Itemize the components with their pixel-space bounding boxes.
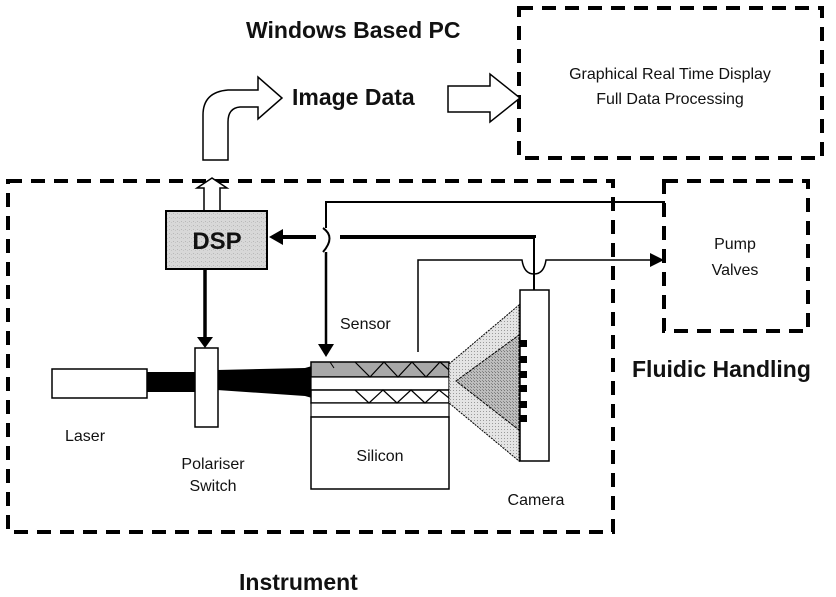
bent-arrow-icon <box>202 75 284 161</box>
dsp-box: DSP <box>165 210 268 270</box>
laser-label: Laser <box>65 428 106 445</box>
polariser-switch <box>194 347 219 428</box>
image-data-label: Image Data <box>292 84 415 110</box>
sensor-label: Sensor <box>340 316 391 333</box>
dsp-output-arrow-icon <box>194 177 230 210</box>
polarised-beam <box>217 366 312 398</box>
dsp-label: DSP <box>192 228 241 255</box>
windows-pc-title: Windows Based PC <box>246 17 461 43</box>
sensor-chip <box>310 361 450 490</box>
pc-box-line2: Full Data Processing <box>596 91 744 108</box>
fluidic-handling-label: Fluidic Handling <box>632 356 811 382</box>
silicon-label: Silicon <box>356 448 403 465</box>
fluidic-box-line1: Pump <box>714 236 756 253</box>
right-arrow-icon <box>447 72 522 124</box>
instrument-label: Instrument <box>239 569 358 595</box>
down-arrowhead-icon <box>197 337 213 348</box>
left-arrowhead-icon <box>269 229 283 245</box>
light-cone <box>448 303 520 463</box>
camera-to-dsp-line <box>281 235 536 239</box>
fluidic-control-line <box>325 201 665 228</box>
valves-arrowhead-icon <box>650 253 664 267</box>
laser-beam <box>147 372 195 392</box>
pc-box-line1: Graphical Real Time Display <box>569 66 771 83</box>
camera-label: Camera <box>508 492 565 509</box>
pc-box: Graphical Real Time Display Full Data Pr… <box>517 6 824 160</box>
line-hop <box>322 227 331 253</box>
polariser-label-line1: Polariser <box>181 456 245 473</box>
sensor-to-valves-line <box>417 259 650 352</box>
instrument-box <box>6 179 615 534</box>
fluidic-box-line2: Valves <box>712 262 759 279</box>
laser-box <box>51 368 148 399</box>
sensor-arrowhead-icon <box>318 344 334 357</box>
polariser-label-line2: Switch <box>189 478 236 495</box>
camera-pixels <box>520 340 527 422</box>
fluidic-box: Pump Valves <box>662 179 810 333</box>
